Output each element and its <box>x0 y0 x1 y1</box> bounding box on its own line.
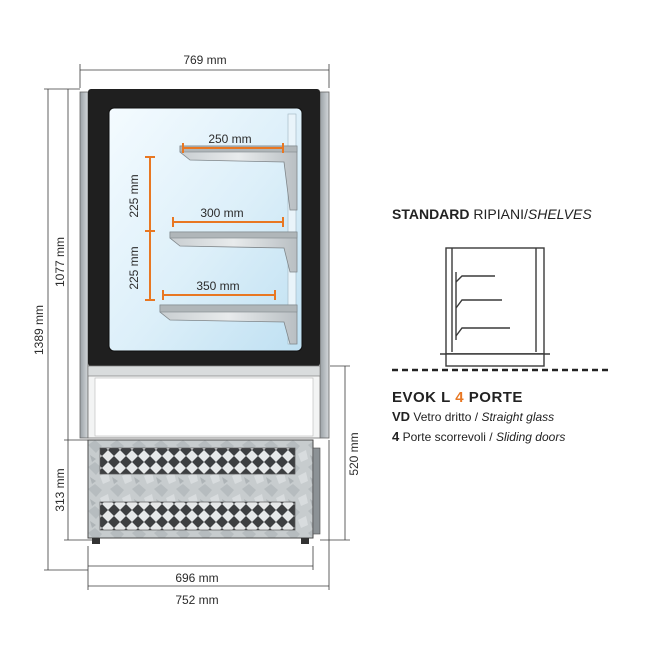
spec-line-doors: 4 Porte scorrevoli / Sliding doors <box>392 429 565 444</box>
right-side-panel <box>319 91 330 439</box>
glass-panel <box>108 107 303 352</box>
model-name-number: 4 <box>455 389 465 406</box>
dim-spacing-upper: 225 mm <box>127 174 141 217</box>
panel-title: STANDARD RIPIANI/SHELVES <box>392 206 592 222</box>
foot-left <box>92 538 100 544</box>
shelf-dimension-lines <box>145 143 284 301</box>
spec-english: Sliding doors <box>495 430 566 444</box>
dimension-lines <box>44 64 350 590</box>
dim-shelf-top: 250 mm <box>208 132 251 146</box>
spec-italian: Vetro dritto / <box>413 410 479 424</box>
dim-bottom-outer-width: 752 mm <box>175 593 218 607</box>
spec-code: 4 <box>392 429 400 444</box>
panel-title-regular: RIPIANI/ <box>473 206 528 222</box>
shelves-schematic <box>440 247 550 367</box>
panel-title-italic: SHELVES <box>527 206 592 222</box>
spec-line-glass: VD Vetro dritto / Straight glass <box>392 409 554 424</box>
dim-bottom-inner-width: 696 mm <box>175 571 218 585</box>
dim-spacing-lower: 225 mm <box>127 246 141 289</box>
dim-case-height: 1077 mm <box>53 237 67 287</box>
ventilation-grille-bottom <box>99 501 296 531</box>
ventilation-grille-top <box>99 447 296 475</box>
shelf-middle <box>169 231 298 273</box>
spec-italian: Porte scorrevoli / <box>402 430 493 444</box>
left-side-panel <box>79 91 89 439</box>
model-name-suffix: PORTE <box>468 389 523 406</box>
dim-depth-height: 520 mm <box>347 432 361 475</box>
dim-shelf-bottom: 350 mm <box>196 279 239 293</box>
spec-english: Straight glass <box>481 410 555 424</box>
panel-title-bold: STANDARD <box>392 206 470 222</box>
shelf-bottom <box>159 304 298 345</box>
model-name-prefix: EVOK L <box>392 389 451 406</box>
model-name: EVOK L 4 PORTE <box>392 389 523 406</box>
dim-shelf-middle: 300 mm <box>200 206 243 220</box>
dim-base-height: 313 mm <box>53 468 67 511</box>
dim-top-width: 769 mm <box>183 53 226 67</box>
dim-total-height: 1389 mm <box>32 305 46 355</box>
spec-code: VD <box>392 409 411 424</box>
foot-right <box>301 538 309 544</box>
display-case <box>79 89 330 544</box>
